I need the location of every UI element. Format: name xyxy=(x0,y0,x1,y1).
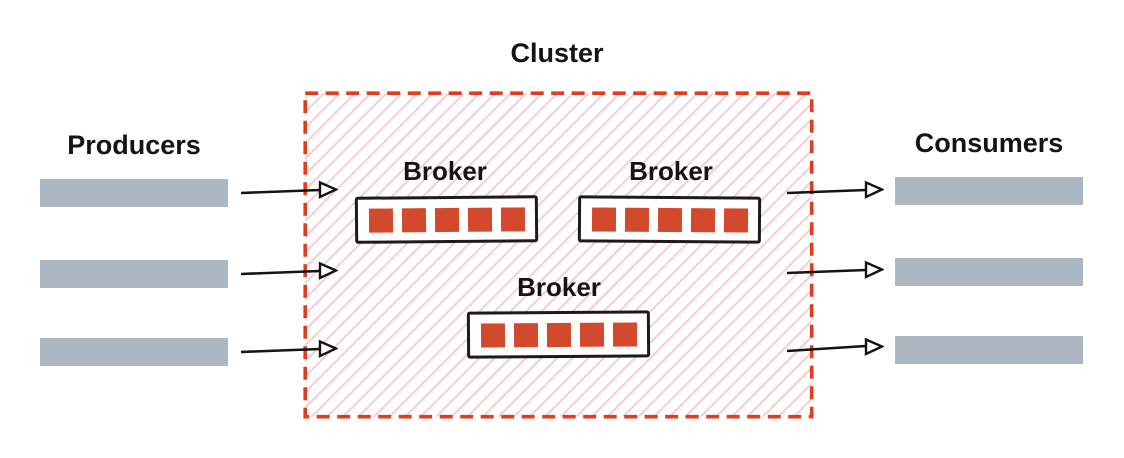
arrowhead-icon xyxy=(318,339,338,358)
partition-square xyxy=(546,322,571,347)
arrow-line xyxy=(240,347,321,354)
partition-square xyxy=(480,322,505,348)
cluster-boundary xyxy=(303,91,814,419)
arrow-line xyxy=(240,188,321,195)
consumer-arrow-3 xyxy=(786,337,884,356)
broker-label-2: Broker xyxy=(629,156,713,186)
producer-stream-bar-1 xyxy=(40,179,228,207)
partition-square xyxy=(657,207,682,232)
partition-square xyxy=(467,207,492,232)
partition-square xyxy=(723,207,748,233)
broker-box-2 xyxy=(577,195,762,244)
arrow-line xyxy=(786,344,867,353)
cluster-label: Cluster xyxy=(510,38,604,68)
partition-square xyxy=(579,322,604,347)
partition-square xyxy=(513,322,538,347)
consumer-stream-bar-2 xyxy=(895,258,1083,286)
partition-square xyxy=(612,321,637,347)
producer-arrow-3 xyxy=(240,339,338,358)
arrowhead-icon xyxy=(864,260,884,279)
arrow-line xyxy=(240,269,321,276)
consumer-arrow-2 xyxy=(786,260,884,279)
arrowhead-icon xyxy=(864,180,884,199)
producer-arrow-1 xyxy=(240,180,338,199)
arrowhead-icon xyxy=(318,261,338,280)
partition-square xyxy=(624,207,649,232)
arrow-line xyxy=(786,188,867,195)
partition-square xyxy=(591,206,616,232)
arrowhead-icon xyxy=(864,337,884,356)
broker-box-3 xyxy=(466,310,651,359)
broker-label-3: Broker xyxy=(517,272,601,302)
partition-square xyxy=(690,207,715,232)
consumers-label: Consumers xyxy=(914,128,1064,158)
producers-label: Producers xyxy=(67,130,201,160)
broker-box-1 xyxy=(354,195,539,244)
cluster-dashed-border xyxy=(303,91,814,419)
consumer-arrow-1 xyxy=(786,180,884,199)
partition-square xyxy=(368,207,393,233)
broker-label-1: Broker xyxy=(403,156,487,186)
arrow-line xyxy=(786,268,867,275)
producer-stream-bar-3 xyxy=(40,338,228,366)
producer-stream-bar-2 xyxy=(40,260,228,288)
producer-arrow-2 xyxy=(240,261,338,280)
partition-square xyxy=(500,206,525,232)
consumer-stream-bar-3 xyxy=(895,336,1083,364)
partition-square xyxy=(434,207,459,232)
arrowhead-icon xyxy=(318,180,338,199)
partition-square xyxy=(401,207,426,232)
consumer-stream-bar-1 xyxy=(895,177,1083,205)
